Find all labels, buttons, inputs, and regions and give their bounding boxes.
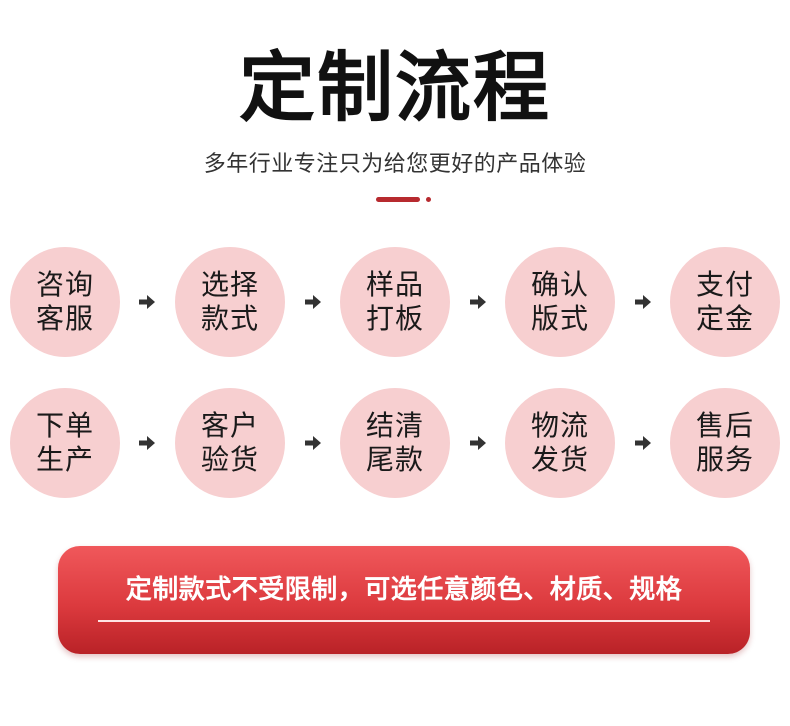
step-label: 售后服务 xyxy=(695,409,754,476)
step-final-payment: 结清尾款 xyxy=(340,388,450,498)
step-label: 支付定金 xyxy=(695,268,754,335)
arrow-right-icon xyxy=(139,295,155,309)
arrow-right-icon xyxy=(635,436,651,450)
page-title: 定制流程 xyxy=(239,43,551,132)
step-label: 下单生产 xyxy=(35,409,94,476)
step-label: 结清尾款 xyxy=(365,409,424,476)
arrow-right-icon xyxy=(635,295,651,309)
customization-banner: 定制款式不受限制，可选任意颜色、材质、规格 xyxy=(58,546,750,654)
step-after-sales: 售后服务 xyxy=(670,388,780,498)
arrow-right-icon xyxy=(305,436,321,450)
divider-dot xyxy=(426,197,431,202)
page-subtitle: 多年行业专注只为给您更好的产品体验 xyxy=(203,152,587,177)
divider-bar xyxy=(376,197,420,202)
step-confirm-layout: 确认版式 xyxy=(505,247,615,357)
arrow-right-icon xyxy=(470,436,486,450)
process-row-2: 下单生产 客户验货 结清尾款 物流发货 售后服务 xyxy=(10,388,780,498)
arrow-right-icon xyxy=(139,436,155,450)
step-production: 下单生产 xyxy=(10,388,120,498)
step-label: 样品打板 xyxy=(365,268,424,335)
step-label: 咨询客服 xyxy=(35,268,94,335)
arrow-right-icon xyxy=(305,295,321,309)
step-consult: 咨询客服 xyxy=(10,247,120,357)
banner-text: 定制款式不受限制，可选任意颜色、材质、规格 xyxy=(125,575,683,605)
step-pay-deposit: 支付定金 xyxy=(670,247,780,357)
step-sample: 样品打板 xyxy=(340,247,450,357)
arrow-right-icon xyxy=(470,295,486,309)
step-choose-style: 选择款式 xyxy=(175,247,285,357)
step-inspection: 客户验货 xyxy=(175,388,285,498)
step-label: 选择款式 xyxy=(200,268,259,335)
step-shipping: 物流发货 xyxy=(505,388,615,498)
banner-underline xyxy=(98,620,710,622)
process-row-1: 咨询客服 选择款式 样品打板 确认版式 支付定金 xyxy=(10,247,780,357)
step-label: 确认版式 xyxy=(530,268,589,335)
step-label: 客户验货 xyxy=(200,409,259,476)
step-label: 物流发货 xyxy=(530,409,589,476)
